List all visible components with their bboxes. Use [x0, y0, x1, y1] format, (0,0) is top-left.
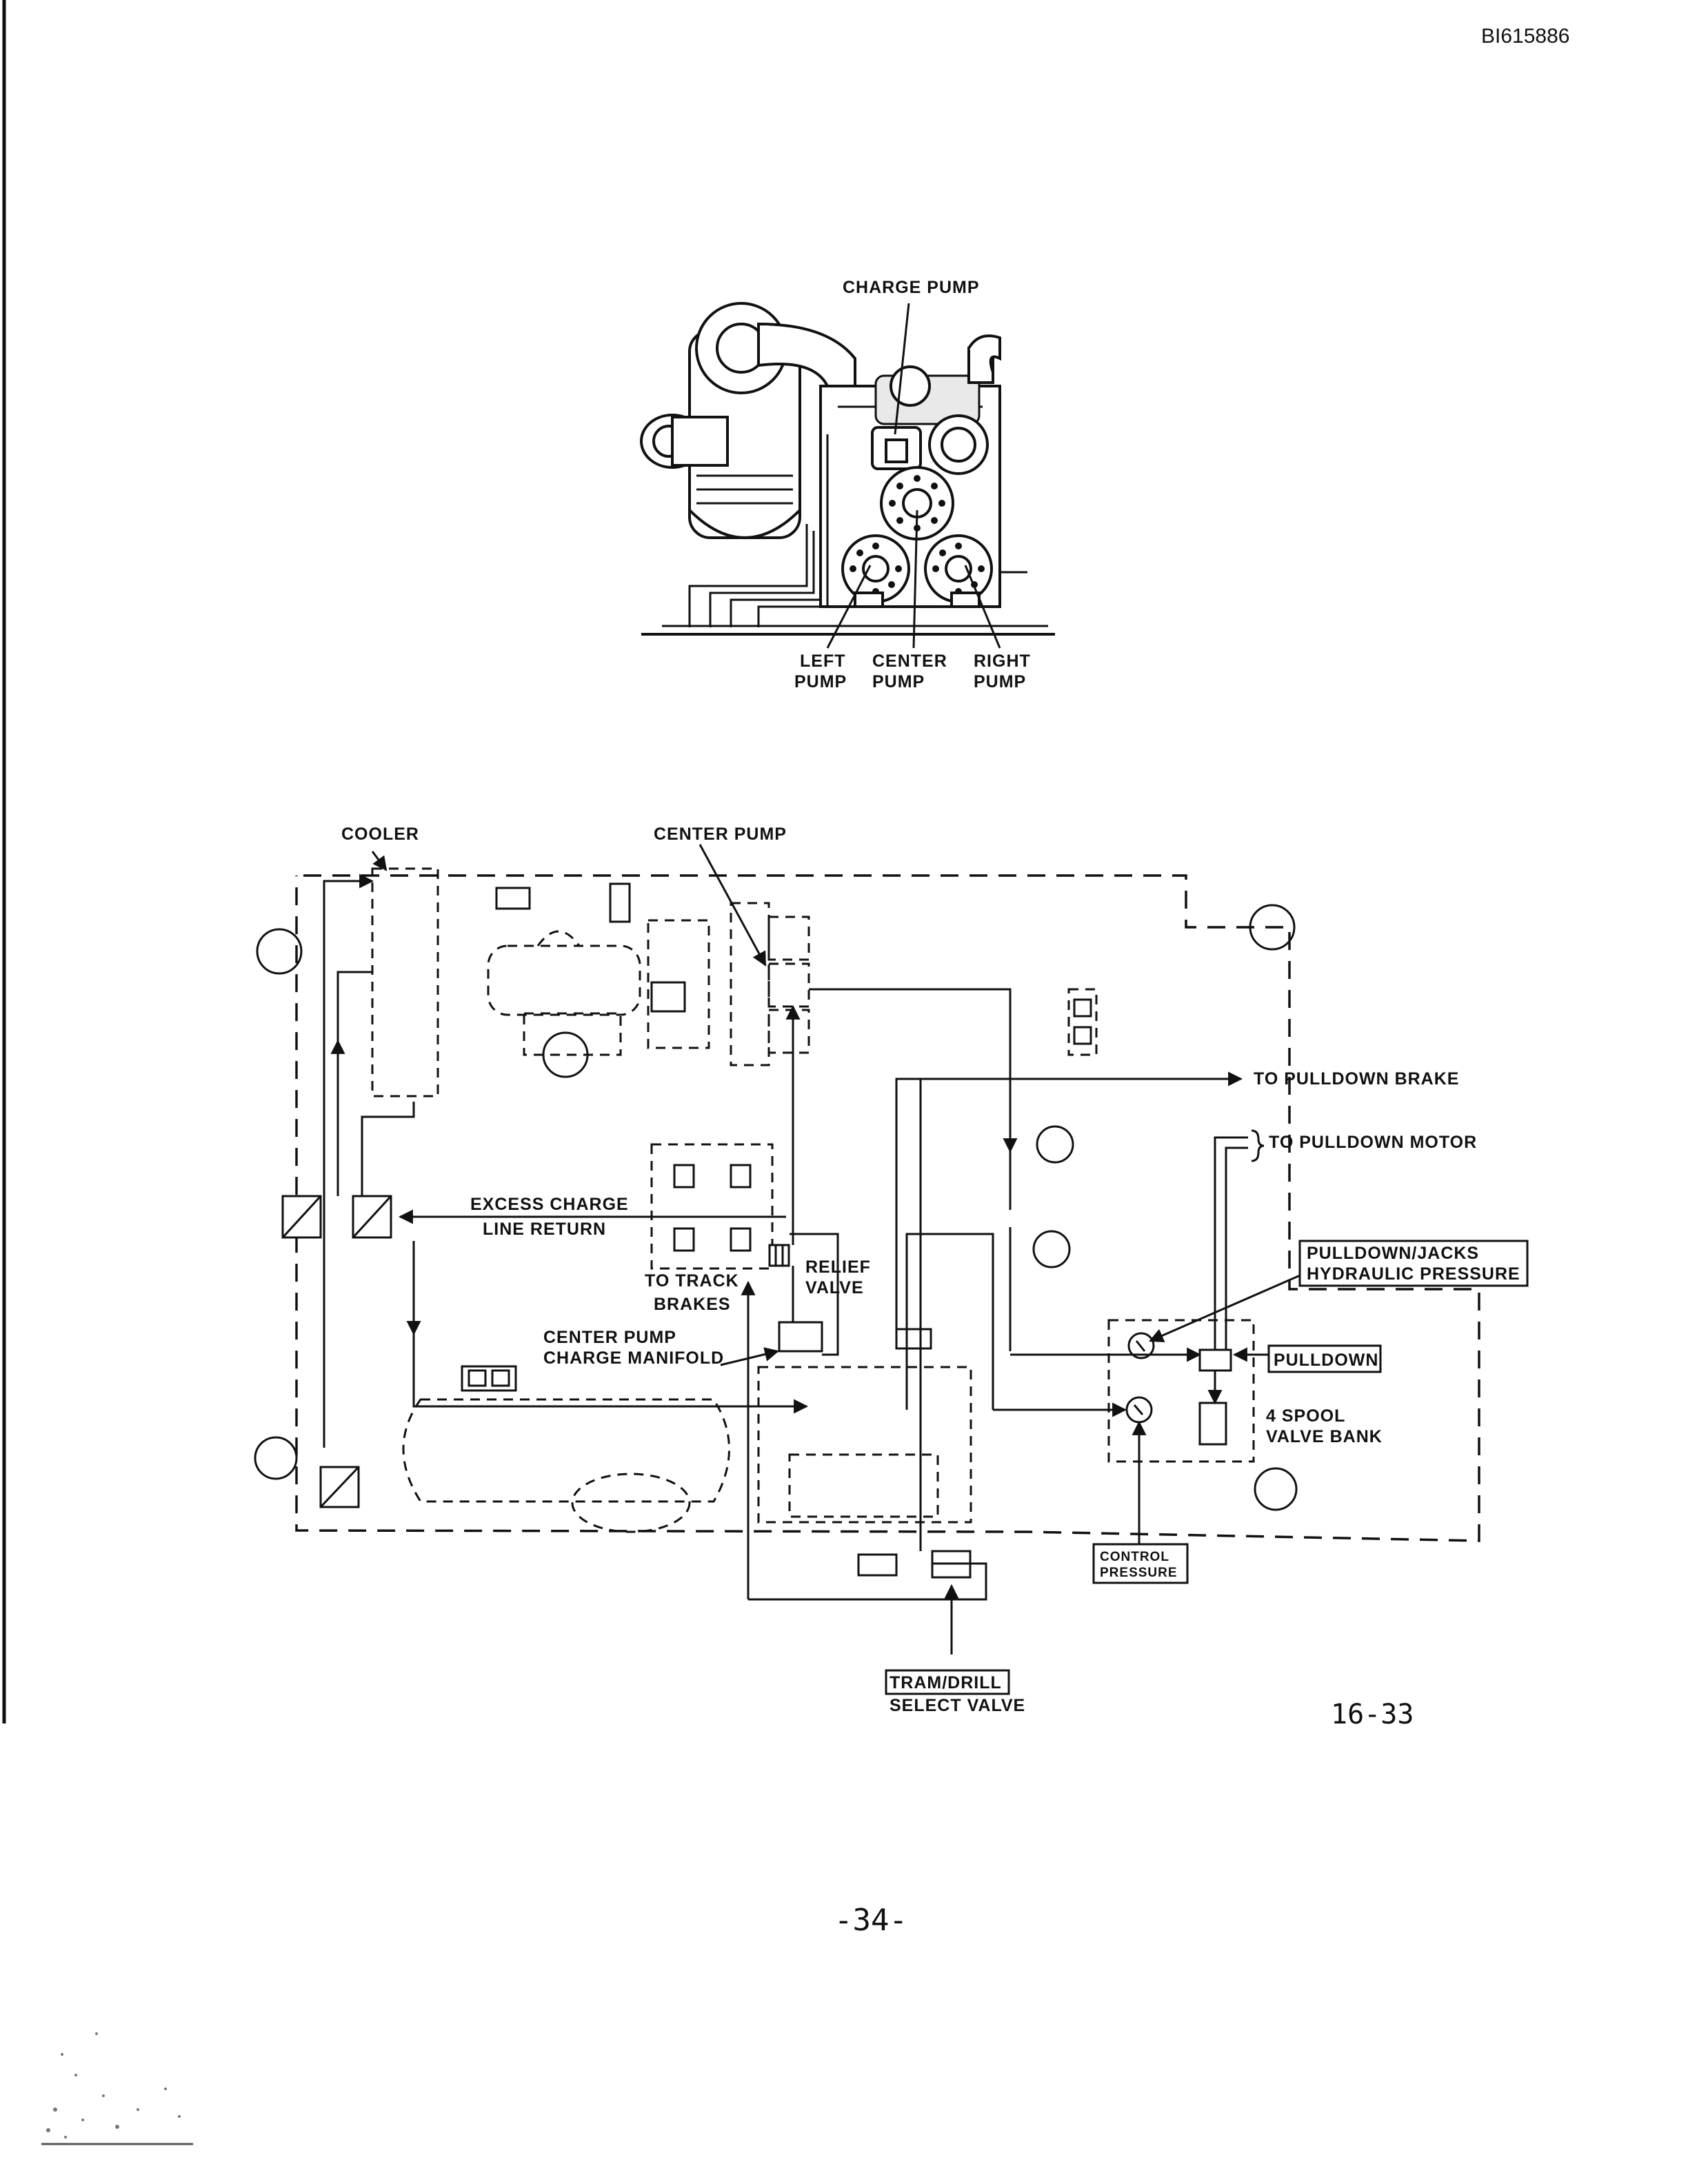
to-track-brakes-label-line2: BRAKES — [654, 1295, 731, 1314]
center-pump — [730, 902, 770, 1066]
frame-circle-2 — [1032, 1230, 1071, 1268]
center-pump-label-line2: PUMP — [872, 672, 925, 691]
left-pump-label-line1: LEFT — [800, 651, 846, 671]
left-pump-label-line2: PUMP — [794, 672, 847, 691]
track-brake-block — [650, 1143, 774, 1270]
hydraulic-schematic — [254, 844, 1480, 1655]
pulldown-label: PULLDOWN — [1274, 1351, 1378, 1370]
center-pump-section-bottom — [767, 1009, 810, 1054]
tram-drill-label-box — [885, 1669, 1010, 1695]
control-pressure-label-box — [1092, 1543, 1189, 1584]
right-pump-leader — [964, 565, 1001, 649]
tram-drill-label-line2: SELECT VALVE — [890, 1696, 1025, 1715]
lower-housing — [757, 1366, 972, 1524]
small-dashed-component — [1067, 988, 1098, 1056]
frame-circle-1 — [1036, 1125, 1074, 1164]
small-box-4 — [857, 1553, 898, 1577]
center-pump-label-line1: CENTER — [872, 651, 947, 671]
left-pump-leader — [826, 565, 872, 649]
excess-charge-label-line2: LINE RETURN — [483, 1220, 606, 1239]
pulldown-jacks-label-box — [1298, 1240, 1529, 1287]
hydraulic-tank — [402, 1398, 730, 1503]
charge-manifold-label-line2: CHARGE MANIFOLD — [543, 1348, 724, 1368]
relief-valve-label-line2: VALVE — [805, 1278, 864, 1297]
pulldown-jacks-label-line1: PULLDOWN/JACKS — [1307, 1244, 1479, 1263]
outline-circle-bottom-left — [254, 1436, 298, 1480]
four-spool-valve-bank — [1198, 1402, 1227, 1446]
valve-bank-label-line2: VALVE BANK — [1266, 1427, 1383, 1446]
filter-1 — [281, 1195, 322, 1239]
center-pump-schematic-label: CENTER PUMP — [654, 825, 787, 844]
lower-housing-inner — [788, 1453, 939, 1518]
to-track-brakes-label-line1: TO TRACK — [645, 1271, 739, 1291]
outline-circle-top-right — [1249, 904, 1296, 951]
charge-pump-leader — [894, 303, 910, 435]
center-pump-leader — [912, 509, 918, 649]
machine-outline — [295, 874, 1480, 1542]
control-pressure-label-line1: CONTROL — [1100, 1550, 1169, 1564]
filter-3 — [319, 1466, 360, 1508]
center-pump-charge-manifold — [778, 1321, 823, 1353]
right-pump-label-line1: RIGHT — [974, 651, 1031, 671]
charge-manifold-label-line1: CENTER PUMP — [543, 1328, 676, 1347]
charge-pump-label: CHARGE PUMP — [843, 278, 980, 297]
bellhousing — [647, 919, 710, 1049]
page-number: -34- — [834, 1903, 907, 1938]
excess-charge-label-line1: EXCESS CHARGE — [470, 1195, 629, 1214]
engine-outline-circle — [542, 1031, 589, 1078]
outline-circle-bottom-right — [1254, 1467, 1298, 1511]
center-pump-section-mid — [767, 962, 810, 1008]
engine-coupler — [650, 981, 686, 1013]
document-serial: BI615886 — [1481, 25, 1569, 48]
filter-2 — [352, 1195, 392, 1239]
outline-circle-top-left — [256, 928, 303, 975]
cooler-label: COOLER — [341, 825, 419, 844]
to-pulldown-motor-label: TO PULLDOWN MOTOR — [1269, 1133, 1477, 1152]
engine-illustration — [640, 302, 1055, 636]
pressure-gauge-1 — [1127, 1332, 1155, 1359]
relief-valve-label-line1: RELIEF — [805, 1257, 871, 1277]
valve-bank-label-line1: 4 SPOOL — [1266, 1406, 1345, 1426]
engine-outline — [487, 944, 641, 1016]
scan-noise — [46, 2032, 181, 2138]
relief-valve — [768, 1244, 790, 1267]
small-box-1 — [495, 887, 531, 910]
pulldown-jacks-label-line2: HYDRAULIC PRESSURE — [1307, 1264, 1520, 1284]
cooler — [371, 867, 439, 1098]
pulldown-valve — [1198, 1348, 1232, 1372]
valve-bank-enclosure — [1107, 1319, 1255, 1463]
pulldown-label-box — [1267, 1344, 1382, 1373]
to-pulldown-brake-label: TO PULLDOWN BRAKE — [1254, 1069, 1459, 1089]
small-box-3 — [895, 1328, 932, 1350]
tram-drill-label-line1: TRAM/DRILL — [890, 1673, 1002, 1692]
figure-number: 16-33 — [1331, 1699, 1414, 1730]
small-box-2 — [609, 882, 631, 923]
control-pressure-label-line2: PRESSURE — [1100, 1566, 1178, 1580]
center-pump-section-top — [767, 916, 810, 961]
right-pump-label-line2: PUMP — [974, 672, 1026, 691]
